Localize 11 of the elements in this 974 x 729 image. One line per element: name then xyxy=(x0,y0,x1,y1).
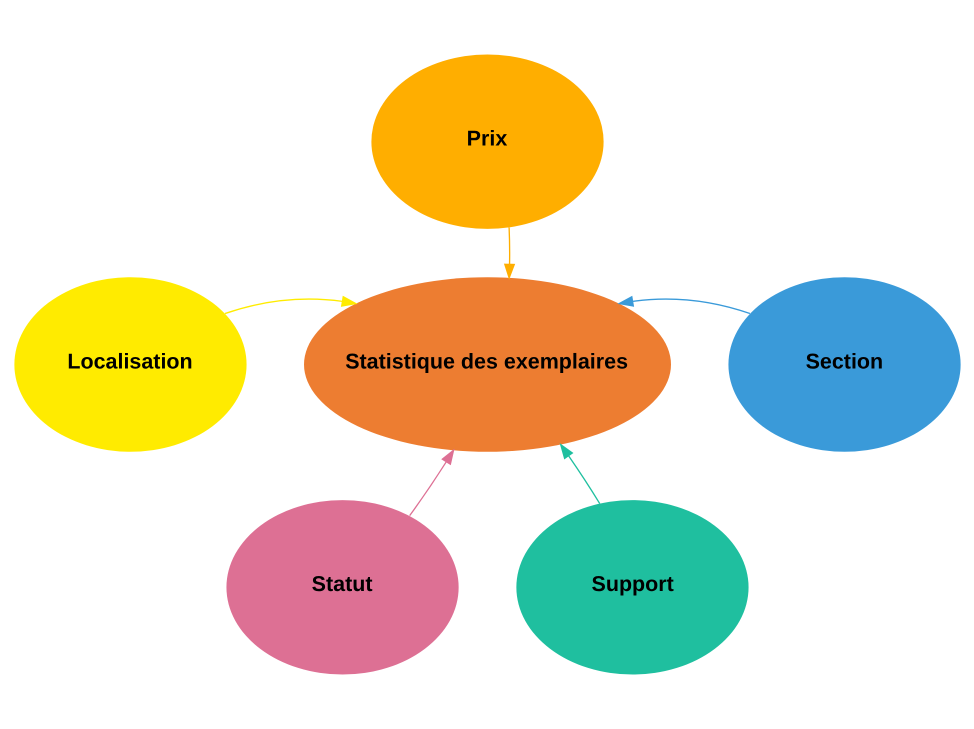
node-ellipse: Statistique des exemplaires xyxy=(304,277,670,452)
node-ellipse: Statut xyxy=(226,500,458,675)
arrow xyxy=(616,296,750,314)
arrow xyxy=(559,443,600,504)
node-ellipse: Support xyxy=(516,500,748,675)
arrow xyxy=(224,296,358,314)
node-ellipse: Prix xyxy=(370,54,604,229)
node-ellipse: Localisation xyxy=(14,277,246,452)
node-ellipse: Section xyxy=(728,277,960,452)
arrow xyxy=(408,448,454,516)
arrow xyxy=(503,227,515,280)
